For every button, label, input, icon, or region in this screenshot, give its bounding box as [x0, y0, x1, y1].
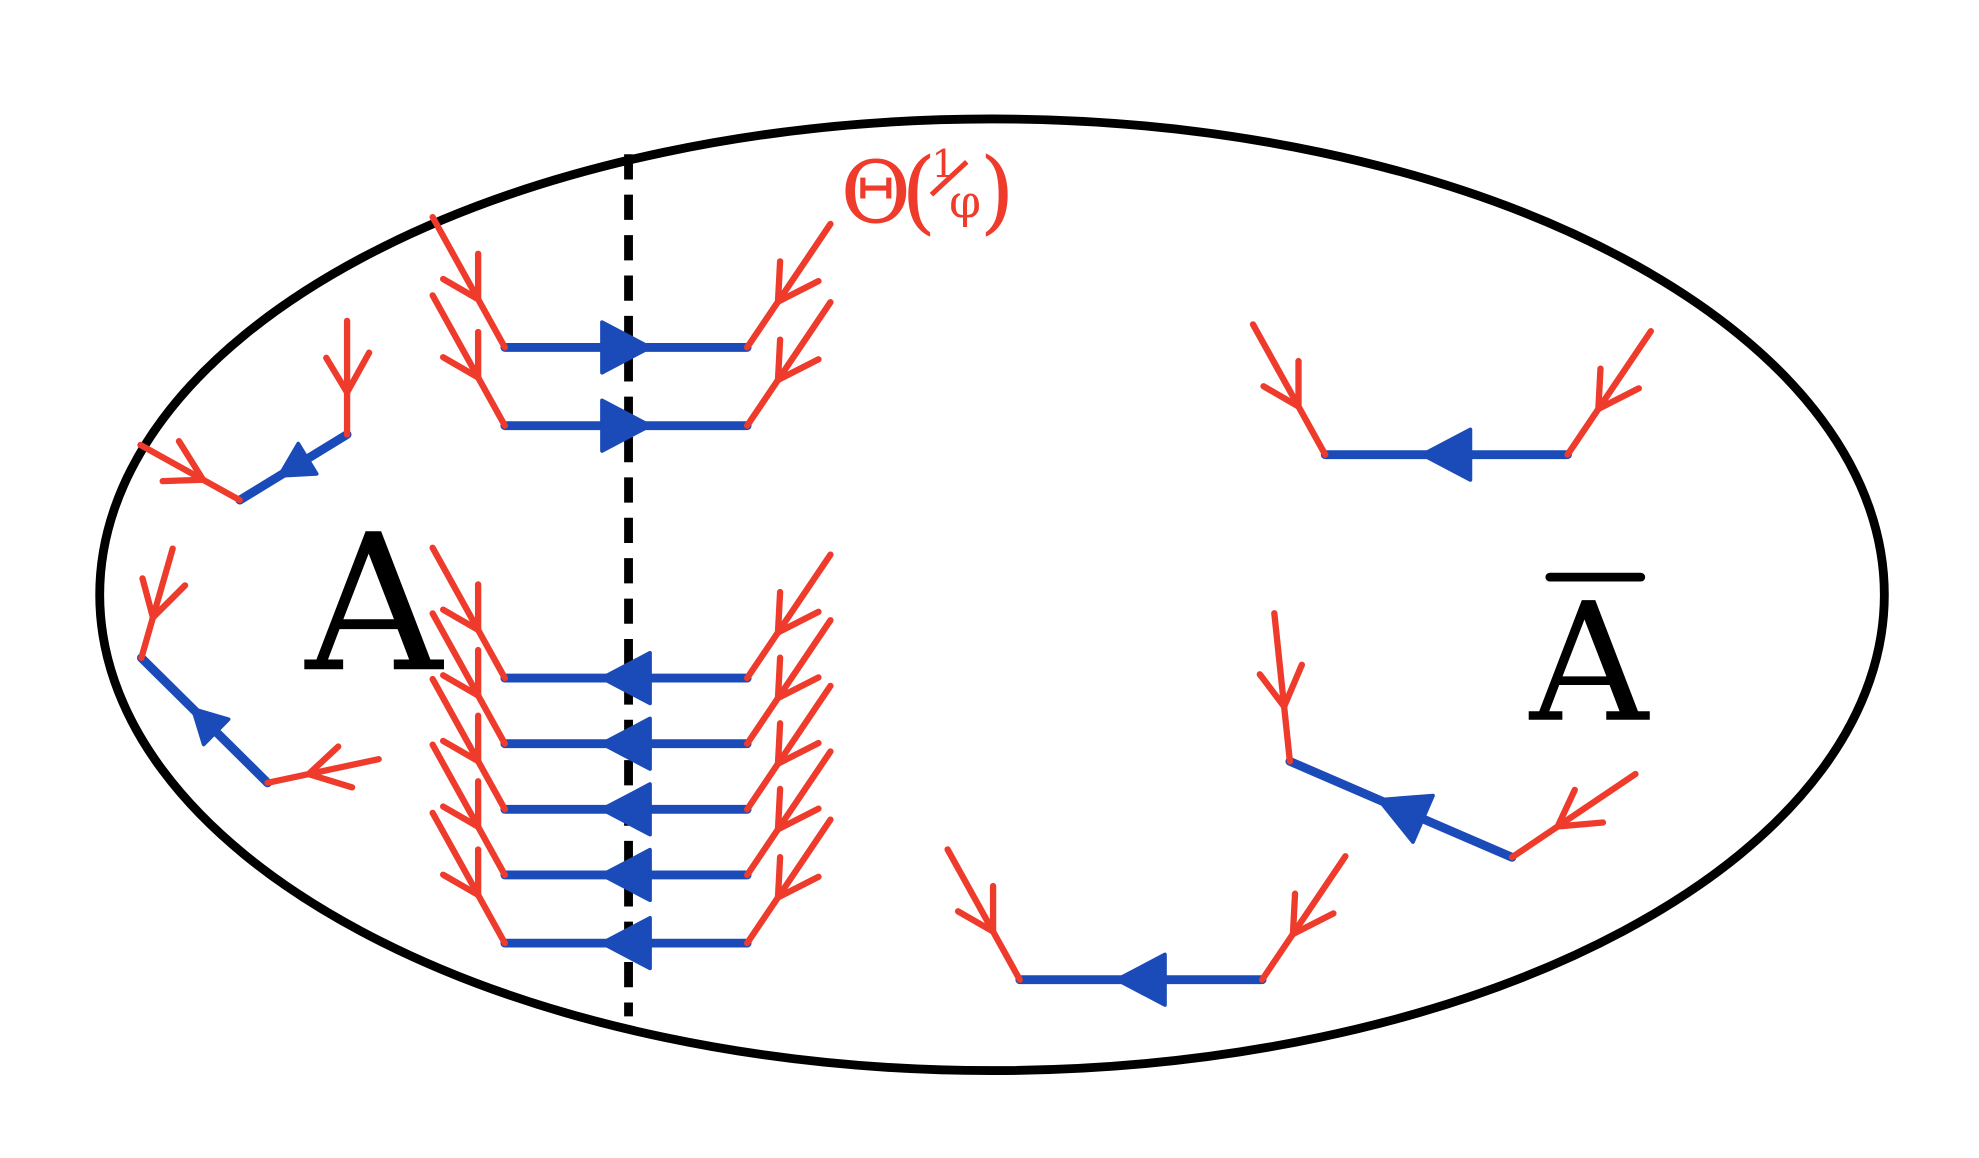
- branch-fork: [774, 588, 784, 636]
- branch-fork: [1554, 786, 1578, 830]
- branch-fork: [774, 258, 784, 305]
- branch-fork: [1289, 910, 1337, 938]
- branch-stem: [744, 816, 834, 947]
- branch-fork: [1260, 383, 1302, 410]
- branch-stem: [429, 741, 509, 879]
- branch-fork: [1554, 819, 1607, 830]
- branch-stem: [429, 809, 509, 947]
- branch-fork: [439, 354, 482, 381]
- branch-fork: [439, 672, 482, 699]
- branch-fork: [175, 438, 207, 483]
- branch-stem: [429, 213, 509, 351]
- edge-arrowhead: [600, 847, 652, 903]
- branch-fork: [774, 785, 784, 833]
- branch-stem: [429, 610, 509, 747]
- branch-fork: [774, 739, 822, 767]
- branch-fork: [774, 674, 822, 702]
- edge-arrowhead: [600, 716, 652, 771]
- branch-stem: [1249, 321, 1329, 458]
- branch-fork: [774, 277, 822, 305]
- branch-stem: [138, 545, 176, 662]
- branch-fork: [774, 873, 822, 901]
- branch-fork: [774, 356, 822, 384]
- formula-denominator: φ: [949, 175, 981, 228]
- branch-fork: [1595, 385, 1643, 413]
- formula-fraction-slash: [929, 160, 969, 197]
- branch-fork: [774, 805, 822, 833]
- branch-stem: [429, 292, 509, 429]
- branch-stem: [429, 675, 509, 813]
- region-a-bar-label: A: [1529, 568, 1651, 759]
- branch-stem: [744, 220, 834, 351]
- branch-fork: [149, 582, 189, 621]
- branch-fork: [774, 336, 784, 384]
- branch-fork: [1280, 661, 1306, 710]
- branch-fork: [159, 476, 207, 485]
- edge-arrowhead: [277, 441, 319, 478]
- branch-fork: [1595, 365, 1604, 413]
- branch-stem: [744, 617, 834, 747]
- branch-stem: [1508, 770, 1639, 861]
- branch-fork: [1289, 890, 1299, 938]
- branch-fork: [774, 654, 784, 702]
- branch-fork: [305, 770, 356, 791]
- formula-theta: Θ: [841, 143, 911, 243]
- branch-fork: [439, 803, 482, 830]
- branch-stem: [137, 441, 243, 504]
- edges-layer: [136, 213, 1654, 1007]
- edge-arrowhead: [600, 398, 652, 453]
- branch-fork: [439, 275, 482, 303]
- branch-fork: [139, 575, 157, 621]
- edge-arrowhead: [600, 915, 652, 971]
- branch-stem: [429, 544, 509, 682]
- formula-close-paren: ): [979, 139, 1014, 244]
- branch-stem: [1271, 610, 1294, 765]
- branch-stem: [744, 682, 834, 813]
- branch-stem: [744, 551, 834, 682]
- region-boundary-ellipse: [95, 114, 1889, 1076]
- edge-arrowhead: [190, 706, 231, 747]
- branch-fork: [774, 853, 784, 901]
- branch-stem: [744, 748, 834, 879]
- branch-fork: [343, 349, 373, 396]
- branch-fork: [1256, 671, 1288, 710]
- branch-fork: [774, 608, 822, 636]
- edge-arrowhead: [600, 650, 652, 706]
- branch-stem: [1258, 853, 1349, 983]
- branch-stem: [1564, 328, 1654, 458]
- edge-arrowhead: [1377, 793, 1435, 844]
- branch-stem: [944, 846, 1023, 983]
- formula-label: Θ ( 1 φ ): [841, 139, 1015, 244]
- branch-fork: [954, 908, 997, 935]
- edge-arrowhead: [600, 320, 652, 375]
- edge-arrowhead: [1115, 952, 1167, 1007]
- region-a-label: A: [303, 493, 444, 714]
- branch-fork: [323, 354, 351, 396]
- edge-arrowhead: [600, 782, 652, 837]
- branch-stem: [264, 756, 382, 786]
- branch-fork: [439, 737, 482, 765]
- branch-fork: [774, 720, 784, 767]
- branch-stem: [744, 299, 834, 429]
- edge-arrowhead: [1420, 427, 1473, 482]
- branch-fork: [439, 606, 482, 634]
- branch-fork: [439, 871, 482, 899]
- branch-fork: [305, 743, 342, 778]
